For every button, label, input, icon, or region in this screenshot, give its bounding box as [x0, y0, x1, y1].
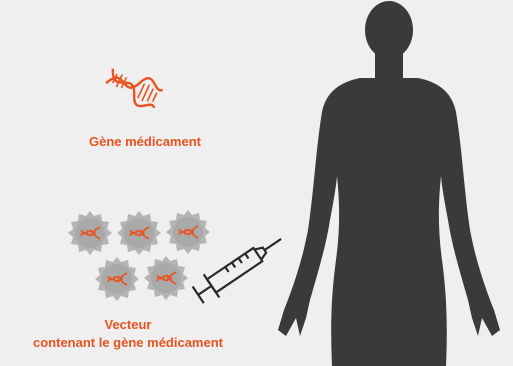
gene-label: Gène médicament: [40, 133, 250, 151]
dna-helix-icon: [103, 63, 165, 113]
vector-particle-icon: [68, 211, 112, 255]
vector-label-line1: Vecteur: [0, 316, 256, 334]
vector-label: Vecteur contenant le gène médicament: [0, 316, 256, 352]
vector-particle-icon: [166, 210, 210, 254]
vector-particle-icon: [117, 211, 161, 255]
human-silhouette: [278, 1, 500, 366]
vector-label-line2: contenant le gène médicament: [0, 334, 256, 352]
vector-particle-icon: [95, 257, 139, 301]
vector-particle-icon: [144, 256, 188, 300]
